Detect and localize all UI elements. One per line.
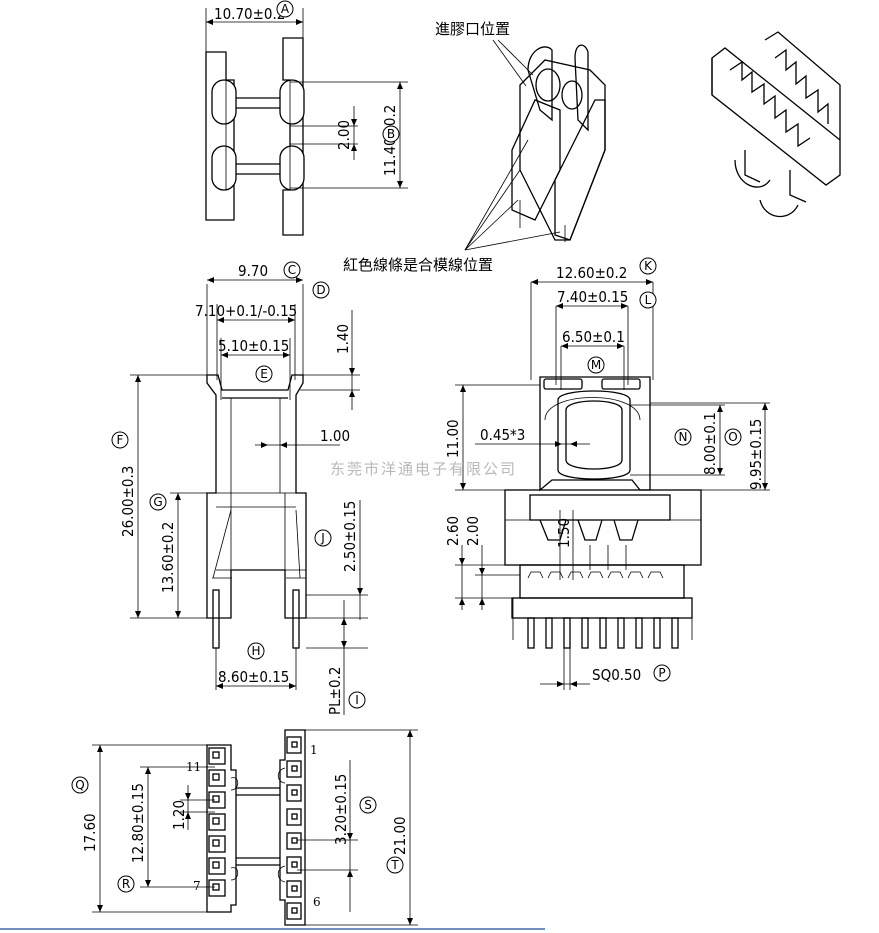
callout-f: F	[117, 433, 124, 447]
side-pin-row	[511, 564, 693, 619]
dim-j-text: 2.50±0.15	[341, 501, 359, 572]
dim-c-text: 9.70	[238, 262, 268, 280]
iso-view-right	[711, 31, 841, 218]
dim-r-text: 12.80±0.15	[129, 783, 147, 863]
callout-m: M	[591, 358, 601, 372]
callout-b: B	[387, 127, 395, 141]
callout-s: S	[364, 798, 372, 812]
dim-i-text: PL±0.2	[326, 667, 344, 715]
callout-r: R	[122, 877, 130, 891]
left-pin-pads	[208, 747, 226, 897]
dim-g-text: 13.60±0.2	[159, 522, 177, 593]
dim-e-text: 5.10±0.15	[218, 337, 289, 355]
pin-1-label: 1	[310, 743, 318, 757]
callout-t: T	[390, 858, 399, 872]
bottom-view: 1 6 7 11 17.60 Q 12.80±0.15 R 1.20	[71, 729, 418, 926]
dim-a-text: 10.70±0.2	[214, 5, 285, 23]
right-pin-pads	[286, 736, 302, 920]
callout-a	[276, 0, 294, 18]
callout-o: O	[728, 430, 737, 444]
dim-l-text: 7.40±0.15	[557, 288, 628, 306]
dim-h-text: 8.60±0.15	[218, 668, 289, 686]
callout-h: H	[251, 644, 260, 658]
dim-045-text: 0.45*3	[480, 426, 525, 444]
dim-k-text: 12.60±0.2	[556, 264, 627, 282]
callout-q: Q	[75, 778, 84, 792]
dim-r-pitch-text: 1.20	[170, 800, 188, 830]
side-view: 12.60±0.2 K 7.40±0.15 L 6.50±0.1 M	[444, 257, 770, 690]
dim-b-inner-text: 2.00	[335, 120, 353, 150]
dim-f-text: 26.00±0.3	[119, 466, 137, 537]
dim-260-text: 2.60	[444, 516, 462, 546]
callout-g: G	[153, 495, 162, 509]
dim-d-text: 7.10+0.1/-0.15	[195, 302, 297, 320]
red-line-note: 紅色線條是合模線位置	[343, 256, 493, 274]
watermark: 东莞市洋通电子有限公司	[330, 460, 517, 478]
callout-e: E	[260, 367, 268, 381]
dim-e-right-text: 1.40	[334, 324, 352, 354]
dim-o-text: 9.95±0.15	[747, 419, 765, 490]
callout-a-label: A	[281, 2, 290, 16]
dim-s-text: 3.20±0.15	[332, 774, 350, 845]
dim-p-text: SQ0.50	[592, 666, 641, 684]
dim-t-text: 21.00	[391, 816, 409, 855]
dim-n-text: 8.00±0.1	[701, 412, 719, 475]
callout-n: N	[679, 430, 688, 444]
iso-view-left: 進膠口位置 紅色線條是合模線位置	[343, 20, 606, 274]
front-view: 9.70 C 7.10+0.1/-0.15 D 5.10±0.15 E 1.40	[111, 261, 368, 715]
callout-l: L	[645, 293, 652, 307]
pin-7-label: 7	[193, 879, 201, 893]
dim-11-text: 11.00	[444, 419, 462, 458]
dim-m-text: 6.50±0.1	[562, 328, 625, 346]
top-view: 10.70±0.2 A 11.40±0.2 B 2.00	[205, 0, 408, 236]
gate-label: 進膠口位置	[435, 20, 510, 38]
dim-200-text: 2.00	[464, 516, 482, 546]
callout-i: I	[355, 693, 359, 707]
callout-p: P	[658, 666, 665, 680]
callout-j: J	[320, 531, 325, 545]
dim-wall-text: 1.00	[320, 427, 350, 445]
callout-c: C	[288, 263, 296, 277]
callout-k: K	[644, 259, 653, 273]
callout-d: D	[316, 283, 325, 297]
side-pins	[527, 617, 679, 649]
dim-q-text: 17.60	[81, 813, 99, 852]
dim-150-text: 1.50	[555, 518, 573, 548]
pin-6-label: 6	[313, 895, 321, 909]
